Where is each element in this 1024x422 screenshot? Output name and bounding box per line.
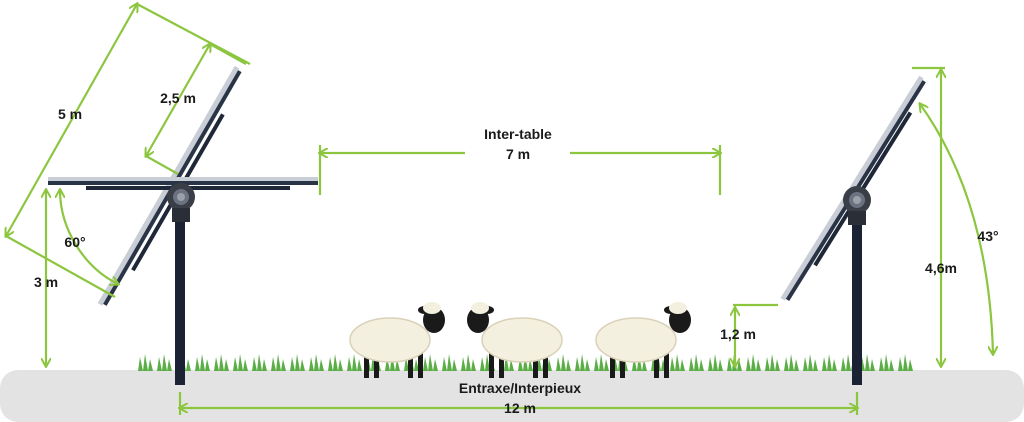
right-height-label: 4,6m xyxy=(925,260,957,276)
grass-tuft xyxy=(195,354,210,371)
grass-tuft xyxy=(461,354,476,371)
grass-tuft xyxy=(689,354,704,371)
left-post xyxy=(175,205,185,385)
sheep-icon xyxy=(467,302,563,378)
grass-tuft xyxy=(765,354,780,371)
grass-tuft xyxy=(138,354,153,371)
sheep-icon xyxy=(595,302,691,378)
grass-tuft xyxy=(556,354,571,371)
grass-tuft xyxy=(708,354,723,371)
spacing-title: Entraxe/Interpieux xyxy=(459,380,581,396)
left-horizontal-panel xyxy=(48,177,318,181)
grass-tuft xyxy=(252,354,267,371)
grass-tuft xyxy=(803,354,818,371)
left-angle-arc xyxy=(60,190,118,284)
grass-tuft xyxy=(423,354,438,371)
right-angle-label: 43° xyxy=(977,228,998,244)
grass-tuft xyxy=(290,354,305,371)
sheep-group xyxy=(349,302,691,378)
panel-half-dimension xyxy=(146,44,210,156)
solar-tracker-left xyxy=(48,65,318,385)
panel-length-dimension xyxy=(6,4,137,236)
sheep-icon xyxy=(349,302,445,378)
grass-tuft xyxy=(214,354,229,371)
spacing-value: 12 m xyxy=(504,400,536,416)
grass-tuft xyxy=(784,354,799,371)
grass-tuft xyxy=(233,354,248,371)
inter-table-title: Inter-table xyxy=(484,126,552,142)
right-angle-arc xyxy=(920,104,993,354)
panel-half-label: 2,5 m xyxy=(160,90,196,106)
left-angle-label: 60° xyxy=(64,234,85,250)
low-edge-label: 1,2 m xyxy=(720,326,756,342)
grass-tuft xyxy=(594,354,609,371)
grass-tuft xyxy=(860,354,875,371)
grass-tuft xyxy=(879,354,894,371)
solar-tracker-right xyxy=(780,75,926,385)
grass-tuft xyxy=(670,354,685,371)
grass-tuft xyxy=(328,354,343,371)
grass-tuft xyxy=(575,354,590,371)
grass-tuft xyxy=(898,354,913,371)
grass-tuft xyxy=(347,354,362,371)
panel-length-label: 5 m xyxy=(58,106,82,122)
grass-tuft xyxy=(746,354,761,371)
grass-tuft xyxy=(271,354,286,371)
grass-tuft xyxy=(309,354,324,371)
grass-tuft xyxy=(157,354,172,371)
grass-tuft xyxy=(442,354,457,371)
right-post xyxy=(852,210,862,385)
left-height-label: 3 m xyxy=(34,274,58,290)
inter-table-value: 7 m xyxy=(506,146,530,162)
grass-tuft xyxy=(822,354,837,371)
